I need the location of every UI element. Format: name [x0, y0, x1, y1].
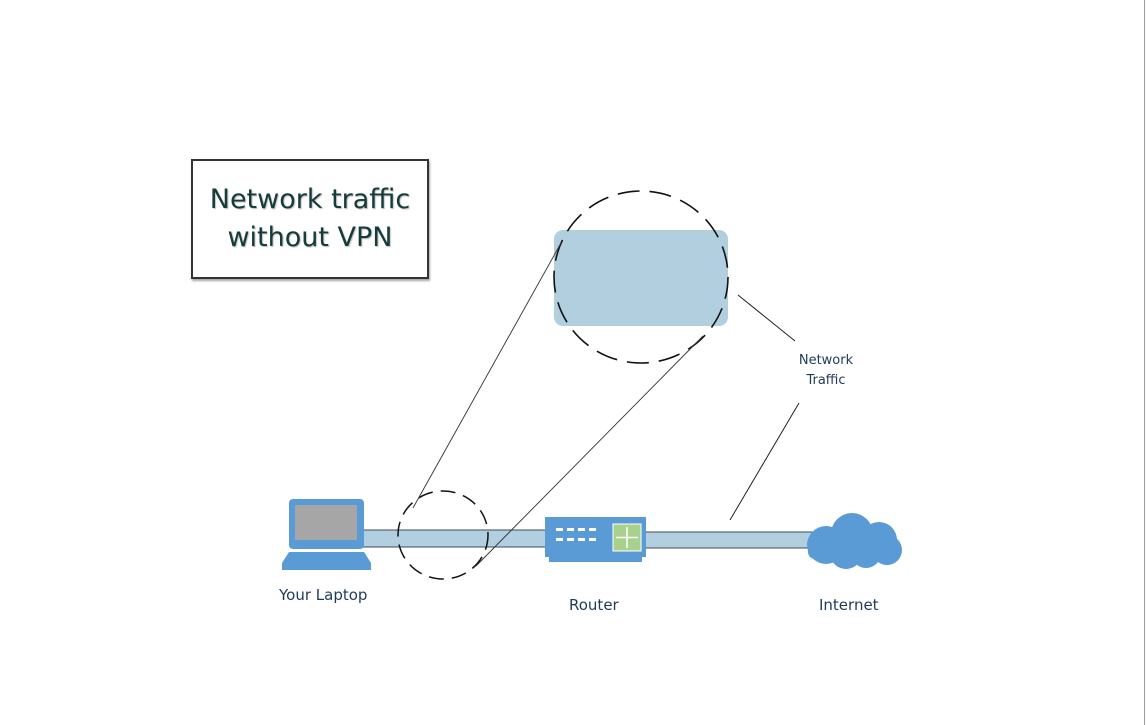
callout-line-upper — [737, 294, 796, 342]
callout-line-1: Network — [798, 353, 854, 368]
page-edge — [1144, 0, 1145, 725]
cable-laptop-router — [361, 529, 549, 548]
zoom-source-circle — [397, 490, 489, 580]
laptop-label: Your Laptop — [279, 586, 368, 604]
callout-line-lower — [729, 402, 800, 521]
cloud-icon — [807, 513, 902, 569]
zoom-detail-circle — [553, 190, 729, 364]
zoom-connector-left — [412, 242, 562, 509]
network-traffic-callout: Network Traffic — [776, 351, 876, 391]
zoomed-cable — [554, 230, 728, 326]
zoom-connector-right — [475, 335, 704, 567]
title-line-1: Network traffic — [209, 184, 411, 215]
cable-router-internet — [643, 531, 813, 549]
title-line-2: without VPN — [227, 222, 393, 253]
router-label: Router — [569, 596, 619, 614]
diagram-title: Network traffic without VPN — [210, 181, 411, 257]
callout-line-2: Traffic — [806, 373, 846, 388]
router-icon — [545, 517, 646, 562]
laptop-icon — [282, 499, 371, 570]
internet-label: Internet — [819, 596, 879, 614]
title-box: Network traffic without VPN — [191, 159, 429, 279]
